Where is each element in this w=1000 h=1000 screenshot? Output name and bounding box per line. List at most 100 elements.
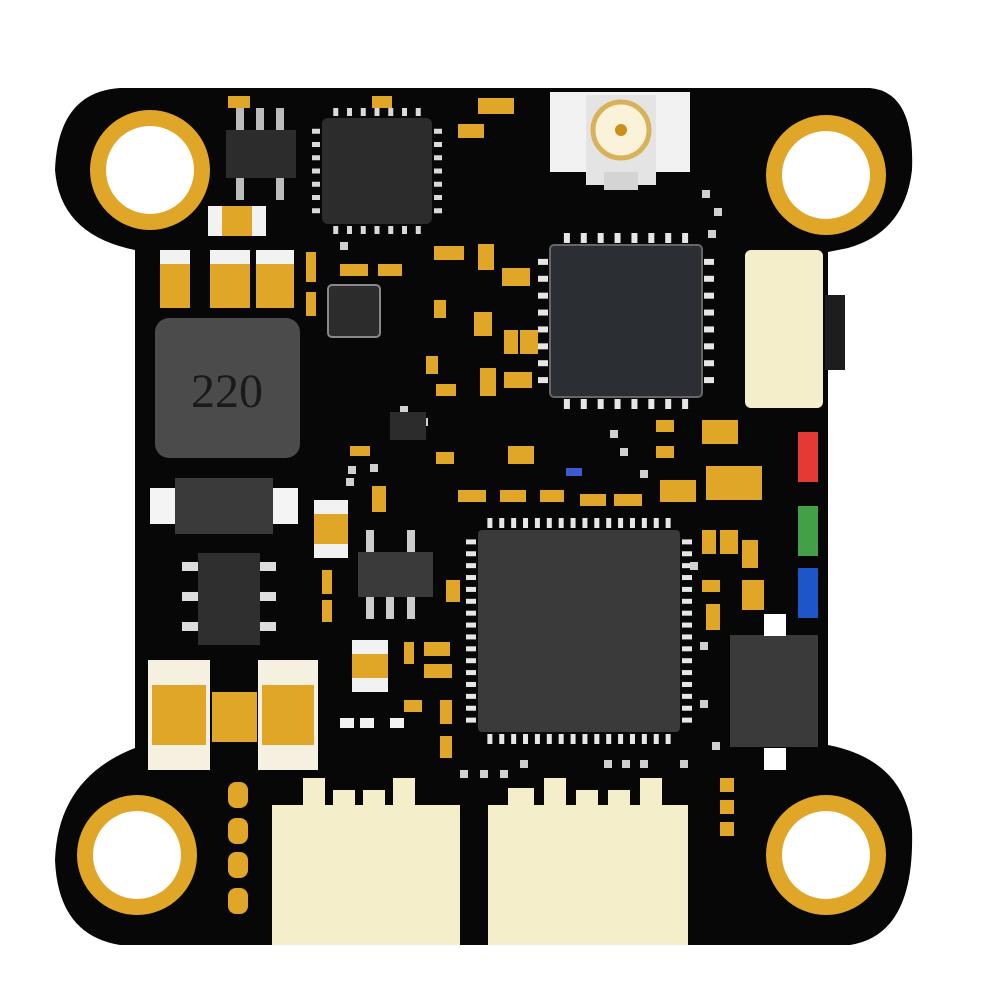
smd-component	[580, 494, 606, 506]
regulator-chip-center	[358, 530, 433, 619]
chip-pin	[347, 108, 352, 116]
chip-pin	[558, 518, 564, 528]
chip-pin	[312, 155, 320, 161]
smd-component	[720, 778, 734, 792]
smd-component	[372, 96, 392, 108]
small-transistor	[390, 412, 426, 440]
smd-component	[434, 246, 464, 260]
smd-component	[404, 642, 414, 664]
chip-pin	[333, 108, 339, 116]
chip-pin	[402, 226, 407, 234]
smd-component	[474, 312, 492, 336]
smd-component	[372, 486, 386, 512]
chip-pin	[580, 233, 587, 243]
via-pad	[620, 448, 628, 456]
chip-pin	[466, 551, 476, 557]
smd-component	[742, 580, 764, 610]
chip-pin	[682, 563, 692, 569]
smd-component	[352, 678, 388, 692]
smd-component	[702, 530, 716, 554]
antenna-connector	[550, 92, 690, 190]
chip-pin	[434, 168, 442, 174]
led-blue	[798, 568, 818, 618]
chip-pin	[374, 108, 380, 116]
smd-component	[322, 600, 332, 622]
chip-pin	[665, 734, 671, 744]
chip-pin	[466, 705, 476, 711]
via-pad	[370, 464, 378, 472]
via-pad	[700, 700, 708, 708]
chip-pin	[312, 128, 320, 134]
smd-component	[706, 466, 746, 500]
via-pad	[622, 760, 630, 768]
smd-component	[742, 540, 758, 568]
chip-pin	[653, 734, 659, 744]
chip-pin	[606, 518, 612, 528]
chip-pin	[653, 518, 659, 528]
chip-pin	[704, 360, 714, 367]
smd-component	[350, 446, 370, 456]
smd-component	[256, 250, 294, 264]
chip-pin	[606, 734, 612, 744]
smd-component	[424, 664, 452, 678]
chip-pin	[665, 399, 672, 409]
chip-pin	[312, 208, 320, 214]
chip-pin	[594, 518, 600, 528]
smd-component	[702, 420, 738, 444]
chip-pin	[563, 233, 570, 243]
chip-pin	[704, 275, 714, 282]
chip-pin	[538, 309, 548, 316]
chip-pin	[648, 399, 655, 409]
chip-pin	[631, 233, 638, 243]
smd-component	[500, 490, 526, 502]
chip-pin	[402, 108, 407, 116]
chip-pin	[682, 658, 692, 664]
smd-component	[706, 604, 720, 630]
smd-component	[720, 800, 734, 814]
chip-pin	[360, 226, 366, 234]
chip-pin	[597, 233, 604, 243]
smd-component	[614, 494, 642, 506]
smd-component	[322, 570, 332, 594]
chip-pin	[466, 563, 476, 569]
via-pad	[520, 760, 528, 768]
power-inductor: 220	[155, 318, 300, 458]
chip-pin	[347, 226, 352, 234]
chip-pin	[570, 734, 576, 744]
smd-component	[440, 736, 452, 758]
chip-pin	[538, 292, 548, 299]
bottom-connector-right	[488, 778, 688, 945]
smd-component	[656, 446, 674, 458]
led-red	[798, 432, 818, 482]
via-pad	[702, 190, 710, 198]
smd-component	[436, 384, 456, 396]
mounting-hole-bottom-left	[77, 795, 197, 915]
chip-pin	[466, 693, 476, 699]
smd-component	[478, 244, 494, 270]
via-pad	[400, 406, 408, 414]
chip-pin	[682, 399, 689, 409]
chip-pin	[641, 518, 647, 528]
chip-pin	[704, 326, 714, 333]
smd-component	[340, 718, 354, 728]
smd-component	[426, 356, 438, 374]
solder-pads-bottom-left	[228, 782, 248, 914]
chip-pin	[312, 181, 320, 187]
chip-pin	[629, 734, 635, 744]
via-pad	[714, 208, 722, 216]
chip-pin	[682, 634, 692, 640]
smd-component	[340, 264, 368, 276]
via-pad	[708, 230, 716, 238]
via-pad	[348, 466, 356, 474]
mounting-hole-top-right	[766, 115, 886, 235]
smd-component	[446, 580, 460, 602]
chip-pin	[682, 586, 692, 592]
chip-pin	[538, 343, 548, 350]
smd-component	[306, 292, 316, 316]
chip-pin	[594, 734, 600, 744]
chip-pin	[434, 181, 442, 187]
chip-pin	[434, 208, 442, 214]
chip-pin	[682, 598, 692, 604]
chip-pin	[388, 108, 394, 116]
chip-pin	[333, 226, 339, 234]
